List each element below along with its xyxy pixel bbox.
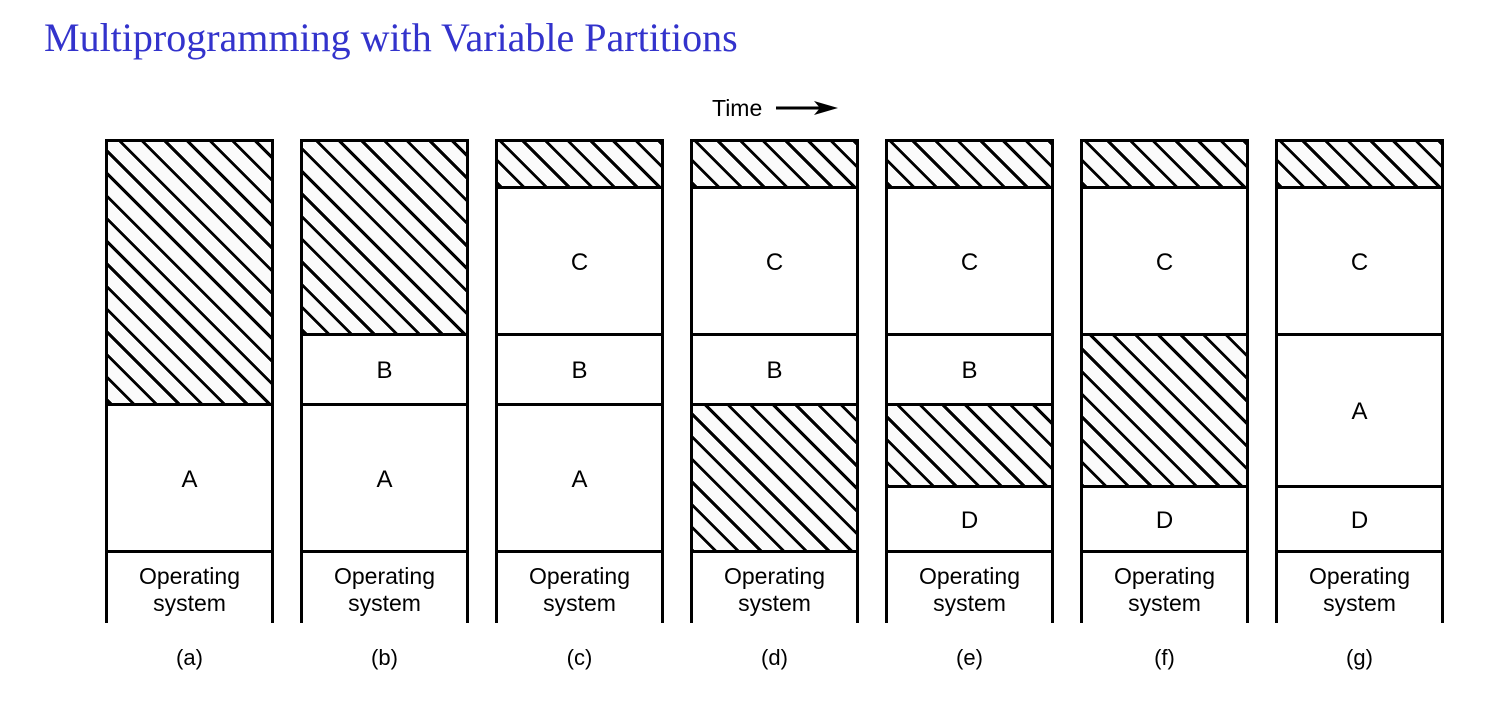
segment-label: Operating system [918, 562, 1020, 616]
segment-free-hole [693, 403, 856, 553]
memory-column-c: C B A Operating system [495, 139, 664, 626]
memory-column-d: C B Operating system [690, 139, 859, 626]
segment-label: A [571, 465, 588, 493]
column-caption: (a) [176, 645, 203, 670]
segment-label: B [571, 357, 588, 384]
segment-label: Operating system [1308, 562, 1410, 616]
segment-label: Operating system [138, 562, 240, 616]
segment-label: D [1155, 506, 1174, 534]
segment-process-b: B [303, 333, 466, 406]
column-caption: (f) [1154, 645, 1175, 670]
segment-label: D [960, 506, 979, 534]
time-axis-text: Time [712, 95, 763, 121]
segment-process-a: A [1278, 333, 1441, 488]
memory-column-a: A Operating system [105, 139, 274, 626]
segment-label: Operating system [1113, 562, 1215, 616]
segment-operating-system: Operating system [693, 550, 856, 626]
segment-process-c: C [1083, 186, 1246, 336]
page-title: Multiprogramming with Variable Partition… [44, 15, 738, 60]
segment-free-hole [1083, 142, 1246, 186]
segment-process-a: A [303, 403, 466, 553]
time-axis-label: Time [712, 94, 839, 122]
memory-column-f: C D Operating system [1080, 139, 1249, 626]
segment-process-a: A [108, 403, 271, 553]
segment-process-c: C [693, 186, 856, 336]
segment-process-d: D [888, 485, 1051, 553]
segment-process-c: C [498, 186, 661, 336]
segment-process-b: B [693, 333, 856, 406]
segment-label: C [765, 248, 784, 276]
column-caption: (g) [1346, 645, 1373, 670]
segment-free-hole [1278, 142, 1441, 186]
memory-box: A Operating system [105, 139, 274, 626]
segment-process-c: C [1278, 186, 1441, 336]
column-caption: (d) [761, 645, 788, 670]
segment-operating-system: Operating system [108, 550, 271, 626]
segment-free-hole [498, 142, 661, 186]
segment-free-hole [108, 142, 271, 403]
segment-label: Operating system [723, 562, 825, 616]
segment-label: B [961, 357, 978, 384]
segment-free-hole [693, 142, 856, 186]
segment-process-a: A [498, 403, 661, 553]
segment-process-d: D [1083, 485, 1246, 553]
memory-box: C B D Operating system [885, 139, 1054, 626]
memory-box: C A D Operating system [1275, 139, 1444, 626]
segment-label: C [570, 248, 589, 276]
segment-label: Operating system [528, 562, 630, 616]
right-arrow-icon [776, 99, 839, 117]
segment-label: B [376, 357, 393, 384]
memory-column-g: C A D Operating system [1275, 139, 1444, 626]
segment-label: C [1350, 248, 1369, 276]
memory-column-e: C B D Operating system [885, 139, 1054, 626]
segment-free-hole [1083, 333, 1246, 488]
column-caption: (b) [371, 645, 398, 670]
segment-process-c: C [888, 186, 1051, 336]
column-caption: (c) [566, 645, 593, 670]
memory-box: C B A Operating system [495, 139, 664, 626]
segment-operating-system: Operating system [1083, 550, 1246, 626]
segment-label: A [1351, 398, 1368, 425]
segment-process-b: B [498, 333, 661, 406]
segment-label: A [376, 465, 393, 493]
segment-label: A [181, 465, 198, 493]
segment-label: C [960, 248, 979, 276]
segment-operating-system: Operating system [1278, 550, 1441, 626]
memory-box: C B Operating system [690, 139, 859, 626]
segment-label: C [1155, 248, 1174, 276]
segment-operating-system: Operating system [498, 550, 661, 626]
segment-operating-system: Operating system [303, 550, 466, 626]
column-caption: (e) [956, 645, 983, 670]
segment-label: Operating system [333, 562, 435, 616]
segment-free-hole [888, 142, 1051, 186]
segment-free-hole [888, 403, 1051, 488]
memory-column-b: B A Operating system [300, 139, 469, 626]
segment-label: B [766, 357, 783, 384]
memory-box: C D Operating system [1080, 139, 1249, 626]
memory-box: B A Operating system [300, 139, 469, 626]
segment-operating-system: Operating system [888, 550, 1051, 626]
segment-process-d: D [1278, 485, 1441, 553]
segment-free-hole [303, 142, 466, 333]
segment-label: D [1350, 506, 1369, 534]
segment-process-b: B [888, 333, 1051, 406]
